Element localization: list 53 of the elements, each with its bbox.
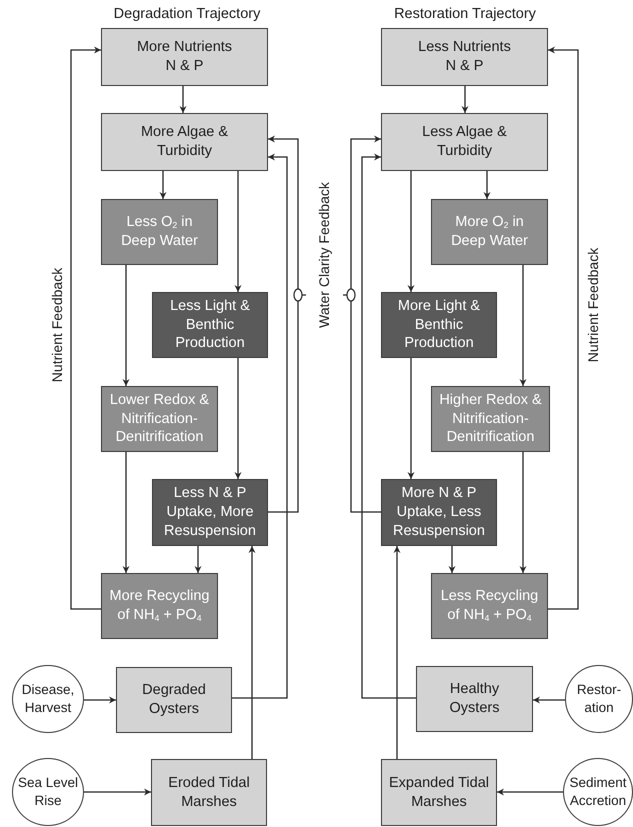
arrow bbox=[248, 546, 256, 759]
arrow bbox=[484, 171, 490, 199]
column-heading: Degradation Trajectory bbox=[114, 6, 260, 22]
process-box: Lower Redox & Nitrification-Denitrification bbox=[101, 386, 218, 452]
driver-circle: Sea Level Rise bbox=[12, 758, 84, 826]
feedback-label: Water Clarity Feedback bbox=[316, 180, 332, 330]
process-box: More Algae & Turbidity bbox=[101, 113, 268, 171]
arrow bbox=[234, 358, 242, 479]
process-box: Degraded Oysters bbox=[116, 667, 232, 733]
arrow bbox=[84, 696, 116, 704]
arrow bbox=[84, 788, 151, 796]
process-box: Healthy Oysters bbox=[416, 666, 533, 732]
process-box: Less Recycling of NH$_{4}$ + PO$_{4}$ bbox=[431, 573, 548, 639]
process-box: More Recycling of NH$_{4}$ + PO$_{4}$ bbox=[101, 573, 218, 639]
arrow bbox=[194, 546, 202, 573]
driver-circle: Disease, Harvest bbox=[12, 665, 84, 733]
process-box: Expanded Tidal Marshes bbox=[381, 759, 497, 826]
process-box: Less Light & Benthic Production bbox=[152, 292, 268, 358]
arrow bbox=[234, 171, 242, 292]
arrow bbox=[122, 452, 130, 573]
arrow bbox=[462, 86, 468, 113]
arrow bbox=[268, 136, 299, 513]
driver-circle: Restor-ation bbox=[565, 665, 633, 733]
process-box: Less Nutrients N & P bbox=[381, 28, 548, 86]
process-box: Less Algae & Turbidity bbox=[381, 113, 548, 171]
process-box: Less N & P Uptake, More Resuspension bbox=[152, 479, 268, 546]
arrow bbox=[70, 46, 101, 610]
feedback-label: Nutrient Feedback bbox=[49, 266, 65, 384]
arrow bbox=[548, 46, 579, 610]
arrow bbox=[533, 696, 565, 704]
arrow bbox=[350, 136, 381, 513]
arrow bbox=[160, 171, 166, 199]
arrow bbox=[232, 154, 288, 699]
arrow bbox=[408, 358, 414, 479]
arrow bbox=[520, 452, 526, 573]
arrow bbox=[520, 265, 526, 386]
arrow bbox=[361, 154, 416, 699]
arrow bbox=[497, 788, 563, 796]
process-box: More O$_{2}$ in Deep Water bbox=[431, 199, 548, 265]
process-box: Eroded Tidal Marshes bbox=[151, 759, 267, 826]
column-heading: Restoration Trajectory bbox=[394, 6, 536, 22]
process-box: More Light & Benthic Production bbox=[381, 292, 497, 358]
arrow bbox=[408, 171, 414, 292]
driver-circle: Sediment Accretion bbox=[563, 758, 633, 826]
process-box: More Nutrients N & P bbox=[101, 28, 268, 86]
arrow bbox=[122, 265, 130, 386]
process-box: Higher Redox & Nitrification-Denitrification bbox=[431, 386, 550, 452]
process-box: More N & P Uptake, Less Resuspension bbox=[381, 479, 497, 546]
arrow bbox=[394, 546, 400, 759]
process-box: Less O$_{2}$ in Deep Water bbox=[101, 199, 218, 265]
arrow bbox=[448, 546, 456, 573]
arrow bbox=[180, 86, 186, 113]
feedback-label: Nutrient Feedback bbox=[585, 246, 601, 364]
